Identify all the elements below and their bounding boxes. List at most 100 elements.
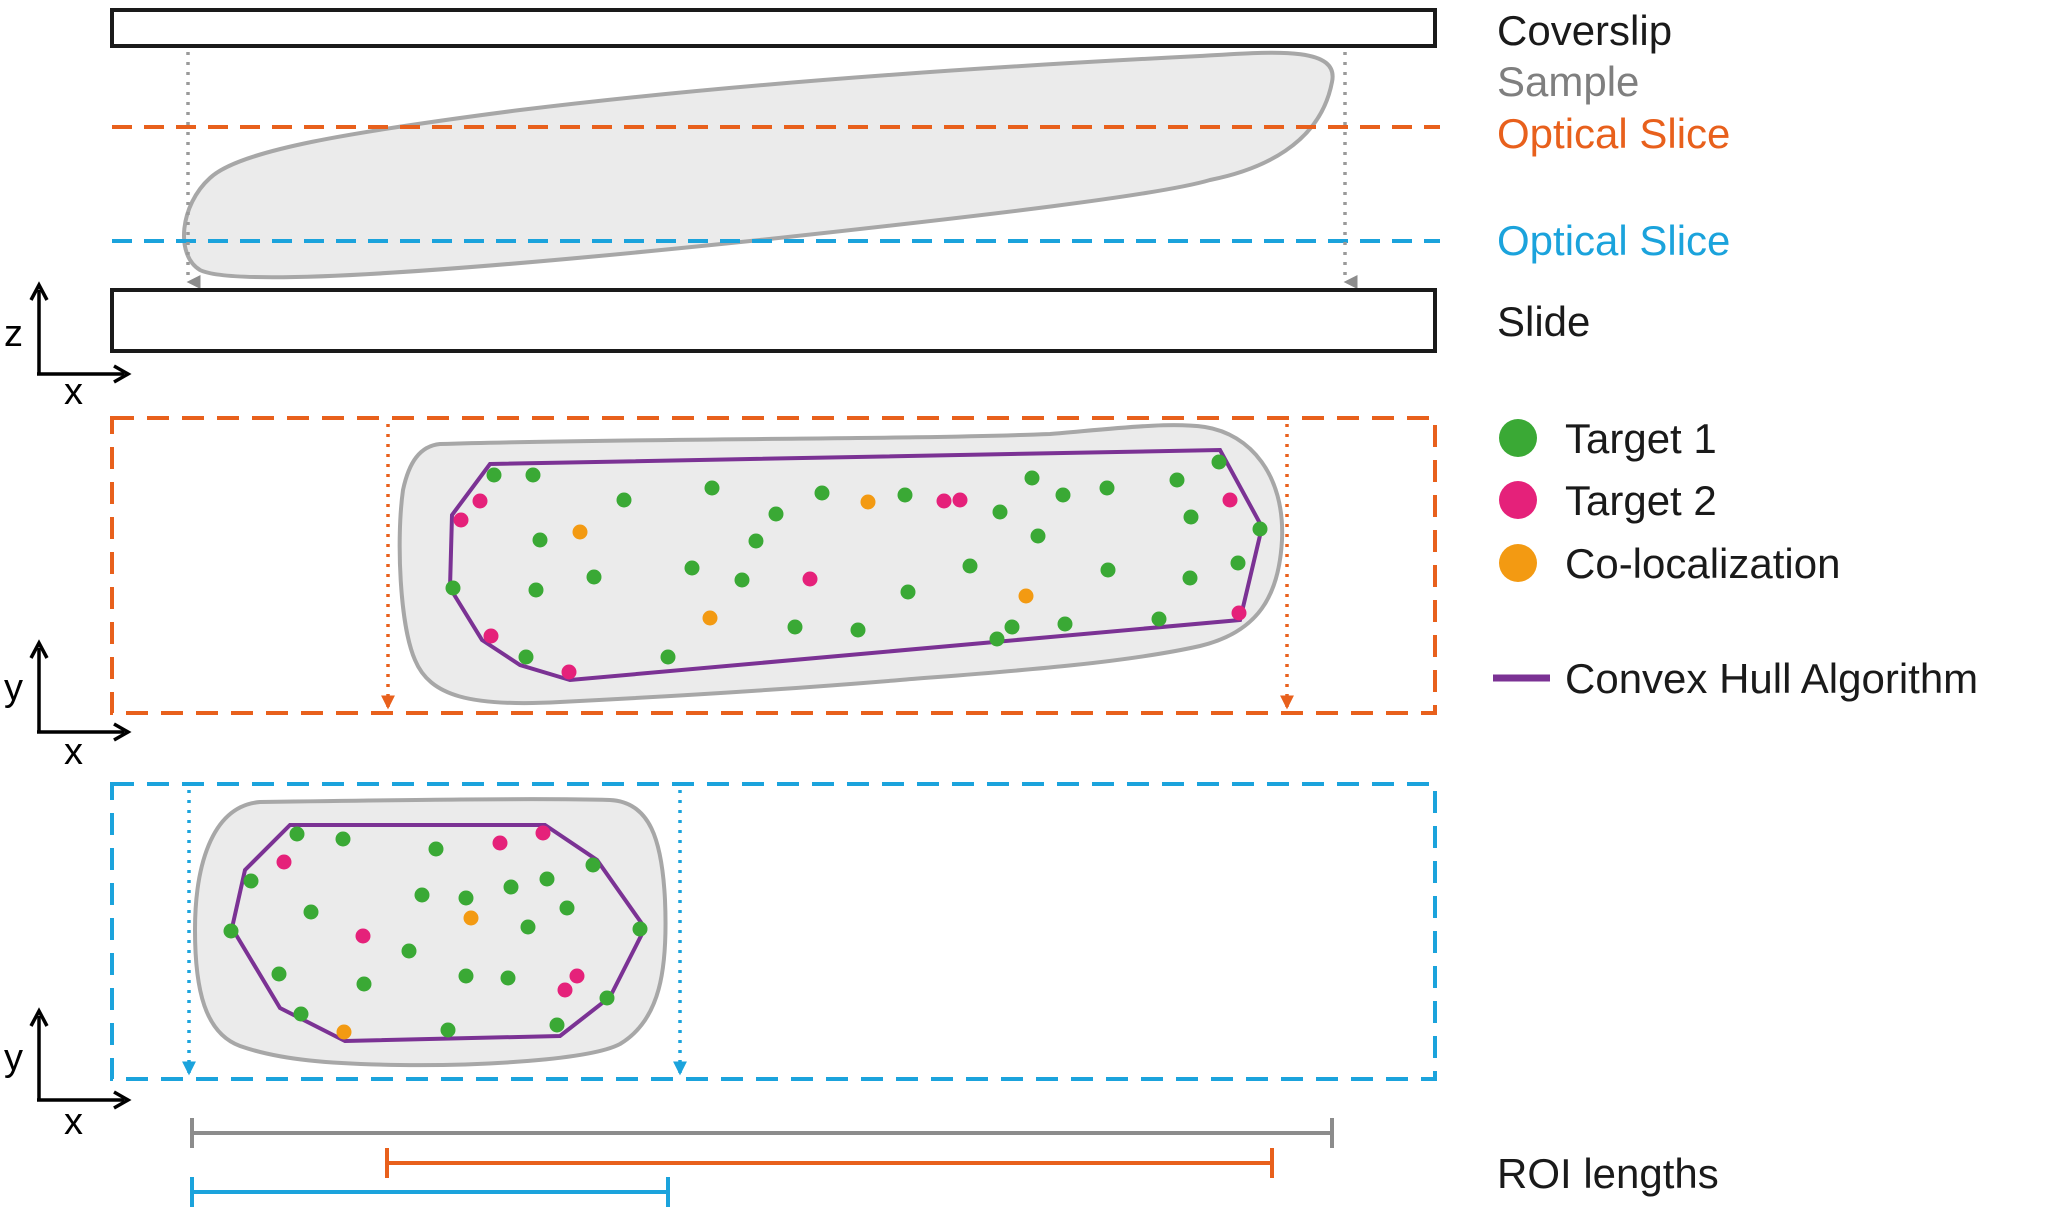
- roi-bar-orange: [385, 1148, 1274, 1178]
- target1-dot: [414, 887, 430, 903]
- target1-dot: [428, 841, 444, 857]
- target1-dot: [549, 1017, 565, 1033]
- sample-label: Sample: [1497, 58, 1639, 105]
- target1-dot: [1169, 472, 1185, 488]
- axis-y-label-orange: y: [4, 667, 23, 709]
- target1-dot: [1099, 480, 1115, 496]
- axis-x-label-blue: x: [64, 1101, 83, 1143]
- coverslip-rect: [110, 8, 1437, 48]
- target1-dot: [1004, 619, 1020, 635]
- legend-target2-label: Target 2: [1565, 477, 1717, 524]
- target1-dot: [768, 506, 784, 522]
- target1-dot: [1057, 616, 1073, 632]
- target1-dot: [1030, 528, 1046, 544]
- target1-dot: [1100, 562, 1116, 578]
- target1-dot: [1151, 611, 1167, 627]
- target2-dot: [1231, 605, 1247, 621]
- coloc-dot: [1018, 588, 1034, 604]
- orange-slice-view: y x: [4, 416, 1437, 773]
- target1-dot: [458, 890, 474, 906]
- target2-dot: [802, 571, 818, 587]
- coloc-dot: [860, 494, 876, 510]
- target1-dot: [684, 560, 700, 576]
- target1-dot: [503, 879, 519, 895]
- target1-dot: [1230, 555, 1246, 571]
- target1-dot: [992, 504, 1008, 520]
- target1-dot: [1024, 470, 1040, 486]
- orange-slice-dots: [445, 454, 1268, 680]
- target1-dot: [897, 487, 913, 503]
- target1-dot: [486, 467, 502, 483]
- axis-x-label: x: [64, 371, 83, 413]
- target2-dot: [936, 493, 952, 509]
- target1-dot: [445, 580, 461, 596]
- target1-dot: [586, 569, 602, 585]
- target1-dot: [458, 968, 474, 984]
- target1-dot: [900, 584, 916, 600]
- target2-dot: [1222, 492, 1238, 508]
- target1-dot: [532, 532, 548, 548]
- blue-slice-view: y x: [4, 782, 1437, 1143]
- target2-dot: [569, 968, 585, 984]
- roi-bar-sample: [190, 1118, 1334, 1148]
- legend-coloc-swatch: [1499, 544, 1537, 582]
- roi-bar-blue: [190, 1177, 670, 1207]
- axis-z-label: z: [4, 313, 23, 355]
- convex-hull-blue: [229, 823, 648, 1044]
- target1-dot: [1252, 521, 1268, 537]
- coloc-dot: [702, 610, 718, 626]
- target1-dot: [440, 1022, 456, 1038]
- target1-dot: [518, 649, 534, 665]
- target2-dot: [492, 835, 508, 851]
- convex-hull-orange: [447, 447, 1265, 683]
- orange-slice-frame: [110, 416, 1437, 715]
- axis-yx-blue: y x: [4, 1007, 132, 1143]
- slide-label: Slide: [1497, 298, 1590, 345]
- legend-coloc-label: Co-localization: [1565, 540, 1840, 587]
- target1-dot: [989, 631, 1005, 647]
- blue-slice-frame: [110, 782, 1437, 1081]
- axis-zx: z x: [4, 281, 132, 413]
- target1-dot: [616, 492, 632, 508]
- legend-target2-swatch: [1499, 481, 1537, 519]
- target1-dot: [223, 923, 239, 939]
- legend-target1-label: Target 1: [1565, 415, 1717, 462]
- target1-dot: [1182, 570, 1198, 586]
- target1-dot: [356, 976, 372, 992]
- coloc-dot: [463, 910, 479, 926]
- target1-dot: [1055, 487, 1071, 503]
- coloc-dot: [572, 524, 588, 540]
- target1-dot: [748, 533, 764, 549]
- legend: Target 1 Target 2 Co-localization Convex…: [1493, 415, 1978, 702]
- sample-shape-side: [182, 50, 1335, 280]
- target2-dot: [483, 628, 499, 644]
- roi-lengths-label: ROI lengths: [1497, 1150, 1719, 1197]
- target1-dot: [243, 873, 259, 889]
- target1-dot: [293, 1006, 309, 1022]
- target1-dot: [520, 919, 536, 935]
- optical-slice-orange-label: Optical Slice: [1497, 110, 1730, 157]
- legend-target1-swatch: [1499, 419, 1537, 457]
- side-view: Coverslip Sample Optical Slice Optical S…: [4, 7, 1730, 413]
- target1-dot: [632, 921, 648, 937]
- optical-slice-blue-label: Optical Slice: [1497, 217, 1730, 264]
- target2-dot: [453, 512, 469, 528]
- target1-dot: [559, 900, 575, 916]
- target2-dot: [557, 982, 573, 998]
- target1-dot: [500, 970, 516, 986]
- slide-rect: [110, 288, 1437, 353]
- target1-dot: [303, 904, 319, 920]
- sample-shape-blue: [192, 797, 668, 1068]
- target1-dot: [850, 622, 866, 638]
- target1-dot: [1183, 509, 1199, 525]
- target1-dot: [962, 558, 978, 574]
- target2-dot: [952, 492, 968, 508]
- target1-dot: [787, 619, 803, 635]
- target1-dot: [528, 582, 544, 598]
- target1-dot: [660, 649, 676, 665]
- target1-dot: [335, 831, 351, 847]
- target2-dot: [472, 493, 488, 509]
- roi-lengths: ROI lengths: [190, 1118, 1719, 1207]
- target2-dot: [561, 664, 577, 680]
- blue-slice-dots: [223, 825, 648, 1040]
